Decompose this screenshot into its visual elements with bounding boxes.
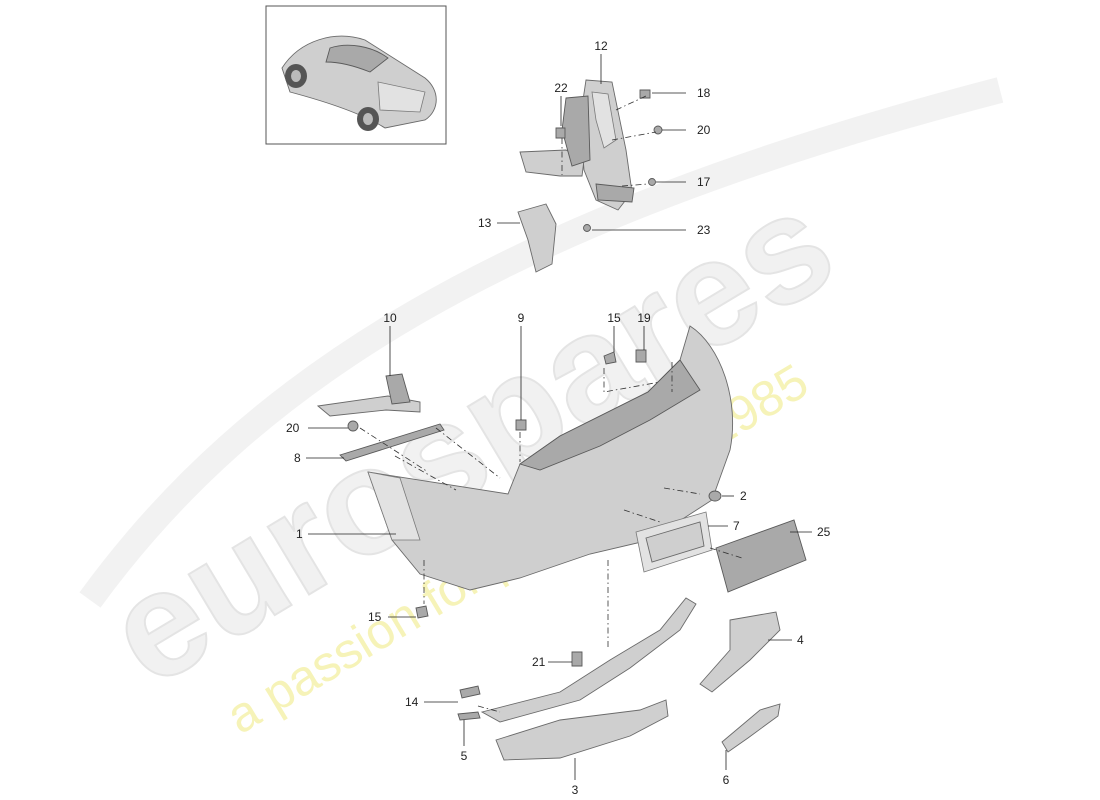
callout-5: 5 (461, 749, 468, 763)
washer-17 (648, 178, 656, 186)
callout-3: 3 (572, 783, 579, 797)
callout-22: 22 (554, 81, 568, 95)
callout-4: 4 (797, 633, 804, 647)
clip-15-bottom (415, 605, 429, 619)
callout-15-bottom: 15 (368, 610, 382, 624)
clip-22 (555, 127, 566, 139)
screw-23 (583, 224, 591, 232)
watermark: eurospares a passion for parts since 198… (79, 77, 1004, 744)
side-trim-4 (699, 611, 781, 693)
nut-20-left (347, 420, 359, 432)
callout-6: 6 (723, 773, 730, 787)
callout-20-left: 20 (286, 421, 300, 435)
callout-14: 14 (405, 695, 419, 709)
cap-2 (708, 490, 722, 502)
clip-5 (457, 711, 481, 721)
callouts: 12 22 18 20 17 13 23 10 9 15 19 20 8 2 1… (286, 39, 831, 797)
callout-21: 21 (532, 655, 546, 669)
assembly-lines (359, 95, 743, 713)
plate-25 (715, 519, 807, 593)
side-trim-6 (721, 703, 781, 753)
callout-7: 7 (733, 519, 740, 533)
callout-12: 12 (594, 39, 608, 53)
callout-18: 18 (697, 86, 711, 100)
bumper-cover-1 (367, 325, 734, 591)
callout-9: 9 (518, 311, 525, 325)
callout-17: 17 (697, 175, 711, 189)
trim-13 (517, 203, 557, 273)
bracket-10 (316, 373, 421, 417)
clip-14 (459, 685, 481, 699)
callout-19: 19 (637, 311, 651, 325)
clip-21 (571, 651, 583, 667)
bracket-12 (519, 79, 635, 211)
callout-20-top: 20 (697, 123, 711, 137)
callout-13: 13 (478, 216, 492, 230)
diffuser-3 (495, 699, 669, 761)
leader-lines (306, 54, 812, 780)
clip-19 (635, 349, 647, 363)
callout-1: 1 (296, 527, 303, 541)
clip-9 (515, 419, 527, 431)
clip-15-top (603, 351, 617, 365)
strip-8 (339, 423, 445, 462)
callout-10: 10 (383, 311, 397, 325)
diffuser-upper (480, 597, 697, 723)
callout-8: 8 (294, 451, 301, 465)
nut-18 (639, 89, 651, 99)
callout-2: 2 (740, 489, 747, 503)
nut-20-top (653, 125, 663, 135)
callout-23: 23 (697, 223, 711, 237)
callout-25: 25 (817, 525, 831, 539)
car-thumbnail-icon (265, 5, 447, 145)
callout-15-top: 15 (607, 311, 621, 325)
